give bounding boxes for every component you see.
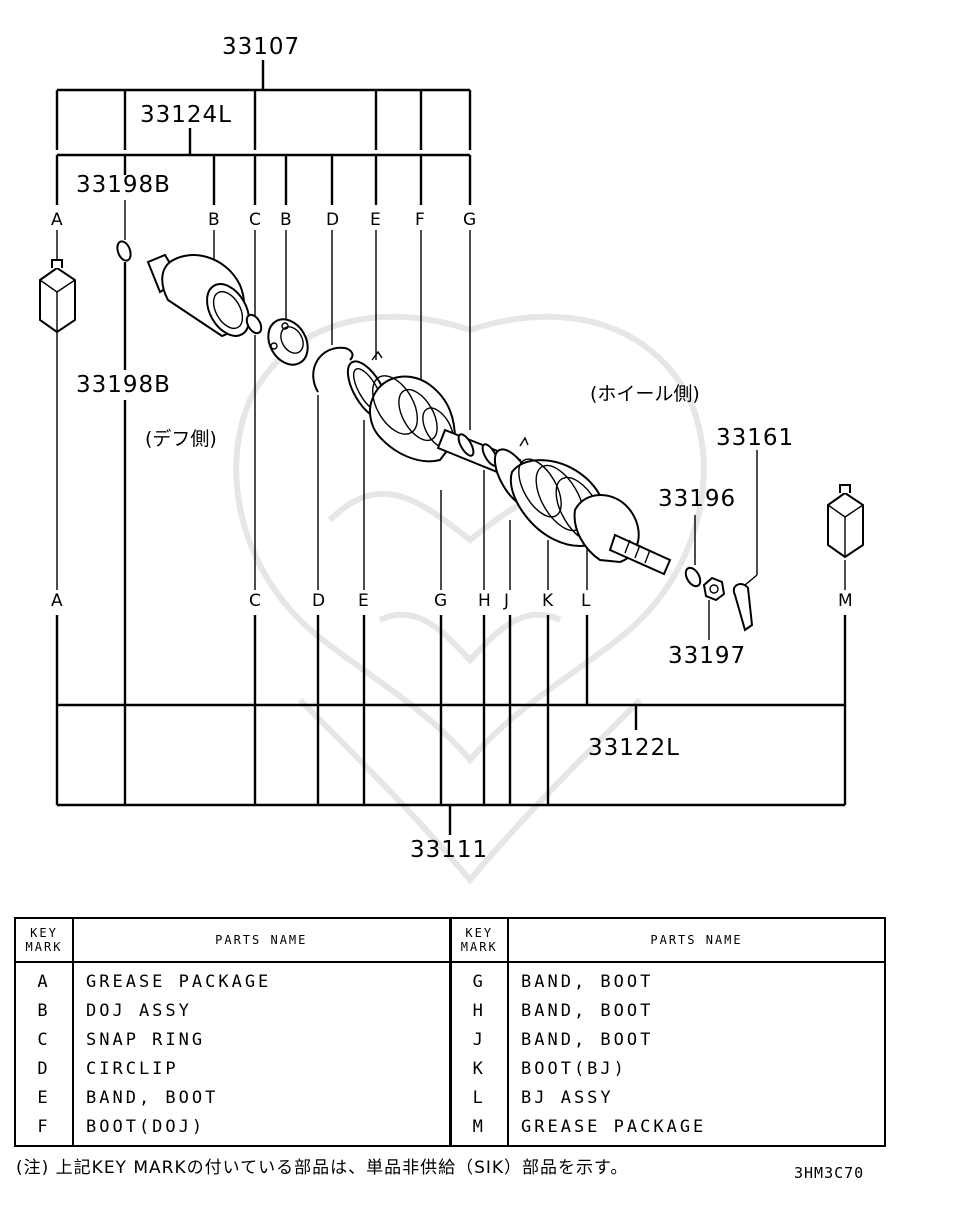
name-cell: SNAP RING [72, 1025, 452, 1054]
key-cell: M [449, 1112, 509, 1146]
name-cell: DOJ ASSY [72, 996, 452, 1025]
washer-33196 [684, 566, 702, 588]
name-cell: BOOT(DOJ) [72, 1112, 452, 1146]
top-key-a: A [51, 210, 63, 230]
grease-package-m [827, 484, 864, 559]
name-cell: CIRCLIP [72, 1054, 452, 1083]
parts-name-header-right: PARTS NAME [507, 918, 886, 963]
bottom-key-l: L [581, 591, 591, 611]
bottom-key-e: E [358, 591, 369, 611]
snap-ring-c [245, 313, 263, 335]
name-cell: GREASE PACKAGE [72, 962, 452, 996]
key-mark-header-line1: KEY [30, 926, 58, 940]
key-mark-header-line2: MARK [25, 940, 63, 954]
name-cell: BAND, BOOT [72, 1083, 452, 1112]
bottom-key-m: M [838, 591, 853, 611]
part-number-33107: 33107 [222, 34, 300, 60]
part-number-33161: 33161 [716, 425, 794, 451]
table-row: E BAND, BOOT L BJ ASSY [14, 1083, 886, 1112]
key-mark-header-right-line1: KEY [465, 926, 494, 940]
key-cell: F [14, 1112, 74, 1146]
key-cell: J [449, 1025, 509, 1054]
doj-assy [146, 253, 250, 338]
bottom-brackets [55, 262, 847, 835]
key-cell: B [14, 996, 74, 1025]
part-number-33122l: 33122L [588, 735, 680, 761]
name-cell: BAND, BOOT [507, 1025, 886, 1054]
top-key-b2: B [280, 210, 292, 230]
part-number-33198b-top: 33198B [76, 172, 171, 198]
key-cell: L [449, 1083, 509, 1112]
bottom-key-d: D [312, 591, 325, 611]
bottom-key-k: K [542, 591, 554, 611]
part-number-33196: 33196 [658, 486, 736, 512]
table-row: D CIRCLIP K BOOT(BJ) [14, 1054, 886, 1083]
top-key-b: B [208, 210, 220, 230]
bottom-key-c: C [249, 591, 261, 611]
key-cell: D [14, 1054, 74, 1083]
circlip [312, 346, 354, 393]
parts-table: KEY MARK PARTS NAME KEY MARK PARTS NAME … [14, 917, 886, 1147]
part-number-33124l: 33124L [140, 102, 232, 128]
grease-package-a [39, 259, 76, 334]
name-cell: BOOT(BJ) [507, 1054, 886, 1083]
figure-code: 3HM3C70 [794, 1164, 865, 1182]
key-cell: E [14, 1083, 74, 1112]
diff-side-label: (デフ側) [145, 428, 217, 450]
bottom-key-a: A [51, 591, 63, 611]
doj-cage [267, 318, 309, 366]
bottom-key-h: H [478, 591, 491, 611]
bottom-key-j: J [503, 591, 509, 611]
table-row: B DOJ ASSY H BAND, BOOT [14, 996, 886, 1025]
nut-33197 [702, 576, 726, 602]
bottom-key-g: G [434, 591, 447, 611]
top-key-c: C [249, 210, 261, 230]
cotter-pin-33161 [732, 583, 754, 632]
part-number-33197: 33197 [668, 643, 746, 669]
table-row: C SNAP RING J BAND, BOOT [14, 1025, 886, 1054]
key-cell: H [449, 996, 509, 1025]
table-row: A GREASE PACKAGE G BAND, BOOT [14, 962, 886, 996]
key-mark-header-right: KEY MARK [449, 918, 509, 963]
key-cell: C [14, 1025, 74, 1054]
name-cell: BAND, BOOT [507, 962, 886, 996]
key-mark-header: KEY MARK [14, 918, 74, 963]
name-cell: BAND, BOOT [507, 996, 886, 1025]
snap-ring-33198b [116, 240, 132, 262]
footnote: (注) 上記KEY MARKの付いている部品は、単品非供給（SIK）部品を示す。 [16, 1158, 629, 1178]
boot-doj [369, 375, 457, 463]
table-header-row: KEY MARK PARTS NAME KEY MARK PARTS NAME [14, 918, 886, 963]
top-key-f: F [415, 210, 425, 230]
part-number-33111: 33111 [410, 837, 488, 863]
key-cell: A [14, 962, 74, 996]
top-key-g: G [463, 210, 476, 230]
part-number-33198b-mid: 33198B [76, 372, 171, 398]
wheel-side-label: (ホイール側) [590, 383, 700, 405]
bj-assy [573, 494, 672, 576]
key-cell: K [449, 1054, 509, 1083]
top-leaders [56, 200, 471, 430]
name-cell: GREASE PACKAGE [507, 1112, 886, 1146]
top-key-e: E [370, 210, 381, 230]
exploded-parts-diagram: 33107 33124L 33198B 33198B (デフ側) (ホイール側)… [39, 34, 864, 885]
name-cell: BJ ASSY [507, 1083, 886, 1112]
top-key-d: D [326, 210, 339, 230]
parts-name-header: PARTS NAME [72, 918, 452, 963]
top-brackets [55, 60, 472, 205]
table-row: F BOOT(DOJ) M GREASE PACKAGE [14, 1112, 886, 1146]
key-mark-header-right-line2: MARK [460, 940, 498, 954]
key-cell: G [449, 962, 509, 996]
